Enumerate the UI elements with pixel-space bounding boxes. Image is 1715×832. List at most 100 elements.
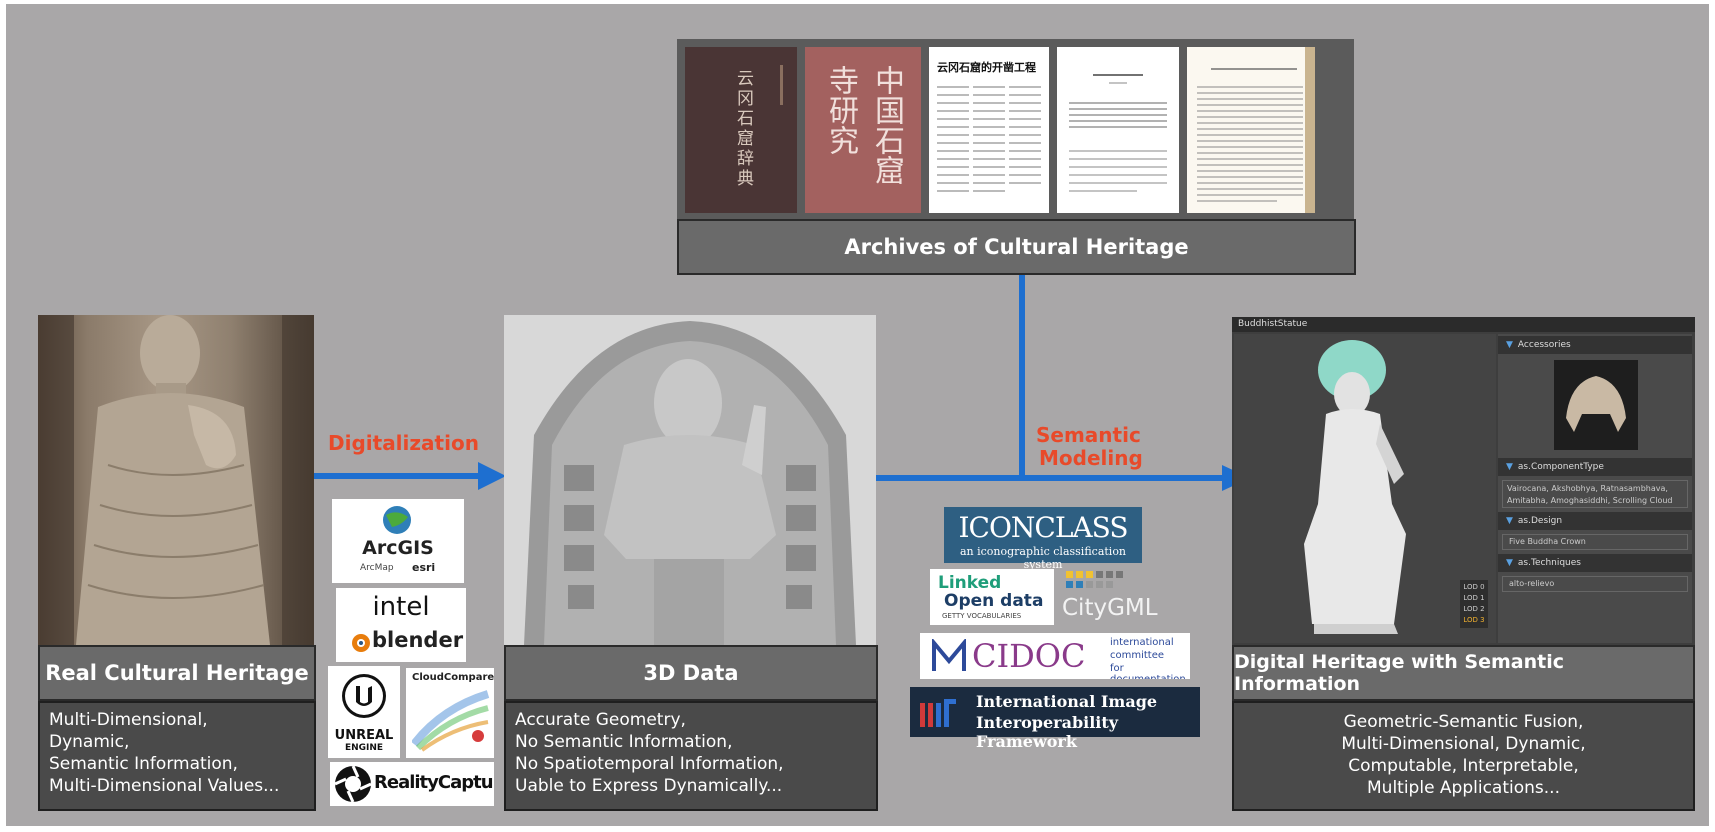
digital-desc-line-2: Multi-Dimensional, Dynamic, (1341, 734, 1586, 754)
archives-title-bar: Archives of Cultural Heritage (677, 219, 1356, 275)
design-label: as.Design (1517, 516, 1563, 526)
engine-wordmark: ENGINE (344, 743, 384, 753)
diagram-canvas: 云冈石窟辞典 中国石窟寺研究 云冈石窟的开凿工程 (6, 4, 1709, 826)
real-desc-line-2: Dynamic, (49, 732, 130, 752)
viewer-properties-panel: ▼ Accessories ▼ as.ComponentType Vairoca… (1498, 334, 1692, 643)
cloudcompare-wordmark: CloudCompare (412, 672, 494, 683)
real-heritage-title-bar: Real Cultural Heritage (38, 645, 316, 701)
3d-scan-image (504, 315, 876, 645)
iiif-line-1: International Image (976, 692, 1158, 711)
accessory-thumbnail (1554, 360, 1638, 450)
lod-selector: LOD 0 LOD 1 LOD 2 LOD 3 (1460, 580, 1488, 628)
techniques-value: alto-relievo (1502, 576, 1688, 592)
3d-desc-line-1: Accurate Geometry, (515, 710, 686, 730)
archive-doc-1-spine (780, 65, 783, 105)
viewer-title: BuddhistStatue (1238, 319, 1308, 329)
citygml-wordmark: CityGML (1062, 595, 1158, 621)
cidoc-subtitle-3: for documentation (1110, 663, 1186, 679)
aperture-icon (334, 765, 372, 803)
arrow-line-digitalization (312, 473, 482, 479)
component-value-line-1: Vairocana, Akshobhya, Ratnasambhava, (1507, 484, 1668, 493)
unreal-icon (342, 674, 386, 718)
lod-option-2[interactable]: LOD 2 (1463, 605, 1485, 613)
iiif-mark-icon (920, 699, 956, 727)
3d-mesh-statue (524, 321, 856, 645)
archive-doc-paper-3 (1187, 47, 1315, 213)
iconclass-subtitle: an iconographic classification system (959, 545, 1127, 571)
iiif-line-2: Interoperability Framework (976, 713, 1119, 751)
iconclass-logo: ICONCLASS an iconographic classification… (944, 507, 1142, 571)
crown-thumbnail-image (1566, 376, 1626, 432)
design-value: Five Buddha Crown (1502, 534, 1688, 550)
archive-doc-4-body-text (1069, 74, 1167, 192)
linked-open-data-logo: Linked Open data GETTY VOCABULARIES (930, 569, 1054, 625)
component-type-value: Vairocana, Akshobhya, Ratnasambhava, Ami… (1502, 480, 1688, 508)
archive-doc-5-body-text (1197, 68, 1303, 202)
citygml-squares-icon (1066, 571, 1123, 588)
triangle-down-icon: ▼ (1506, 516, 1513, 526)
arcgis-wordmark: ArcGIS (362, 537, 434, 559)
esri-wordmark: esri (412, 561, 436, 574)
cidoc-subtitle-1: international (1110, 637, 1174, 648)
blender-icon (352, 634, 370, 652)
getty-wordmark: GETTY VOCABULARIES (942, 612, 1022, 620)
real-desc-line-1: Multi-Dimensional, (49, 710, 208, 730)
lod-option-1[interactable]: LOD 1 (1463, 594, 1485, 602)
real-heritage-photo (38, 315, 314, 645)
archive-doc-book-research: 中国石窟寺研究 (805, 47, 921, 213)
component-type-header[interactable]: ▼ as.ComponentType (1498, 458, 1692, 476)
digital-desc-line-1: Geometric-Semantic Fusion, (1343, 712, 1584, 732)
archives-connector-line (1019, 275, 1025, 480)
arcmap-wordmark: ArcMap (360, 563, 394, 573)
cidoc-wordmark: CIDOC (972, 637, 1086, 675)
iiif-logo: International Image Interoperability Fra… (910, 687, 1200, 751)
3d-data-description: Accurate Geometry, No Semantic Informati… (504, 701, 878, 811)
linked-wordmark: Linked (938, 573, 1002, 593)
cidoc-mark-icon (932, 639, 966, 671)
viewer-titlebar: BuddhistStatue (1232, 317, 1695, 332)
component-type-label: as.ComponentType (1517, 462, 1604, 472)
unreal-wordmark: UNREAL (334, 728, 394, 743)
globe-icon (383, 506, 411, 534)
point-cloud-icon (412, 690, 490, 752)
3d-desc-line-3: No Spatiotemporal Information, (515, 754, 784, 774)
cloudcompare-logo: CloudCompare (406, 668, 494, 758)
digital-heritage-description: Geometric-Semantic Fusion, Multi-Dimensi… (1232, 701, 1695, 811)
viewer-3d-viewport[interactable]: LOD 0 LOD 1 LOD 2 LOD 3 (1234, 334, 1496, 643)
buddha-statue-figure (38, 315, 314, 645)
digital-desc-line-4: Multiple Applications... (1367, 778, 1560, 798)
archive-doc-book-dictionary: 云冈石窟辞典 (685, 47, 797, 213)
semantic-viewer-window: BuddhistStatue LOD 0 LOD 1 LOD 2 LOD 3 ▼… (1232, 317, 1695, 645)
design-header[interactable]: ▼ as.Design (1498, 512, 1692, 530)
triangle-down-icon: ▼ (1506, 462, 1513, 472)
iconclass-wordmark: ICONCLASS (958, 511, 1128, 544)
realitycapture-wordmark: RealityCapture (374, 772, 494, 793)
cidoc-subtitle-2: committee (1110, 650, 1165, 661)
real-desc-line-4: Multi-Dimensional Values... (49, 776, 280, 796)
archives-documents-strip: 云冈石窟辞典 中国石窟寺研究 云冈石窟的开凿工程 (677, 39, 1354, 221)
archive-doc-2-title: 中国石窟寺研究 (823, 65, 904, 185)
blender-wordmark: blender (372, 628, 464, 652)
triangle-down-icon: ▼ (1506, 340, 1513, 350)
techniques-header[interactable]: ▼ as.Techniques (1498, 554, 1692, 572)
archive-doc-1-title: 云冈石窟辞典 (733, 69, 753, 189)
component-value-line-2: Amitabha, Amoghasiddhi, Scrolling Cloud (1507, 496, 1673, 505)
archive-doc-paper-1: 云冈石窟的开凿工程 (929, 47, 1049, 213)
accessories-label: Accessories (1517, 340, 1571, 350)
lod-option-3[interactable]: LOD 3 (1463, 616, 1485, 624)
arrow-line-semantic-modeling (872, 475, 1226, 481)
digital-desc-line-3: Computable, Interpretable, (1348, 756, 1579, 776)
real-desc-line-3: Semantic Information, (49, 754, 238, 774)
intel-blender-logo: intel blender (336, 588, 466, 662)
realitycapture-logo: RealityCapture (330, 762, 494, 806)
real-heritage-description: Multi-Dimensional, Dynamic, Semantic Inf… (38, 701, 316, 811)
digitalization-label: Digitalization (328, 431, 479, 455)
triangle-down-icon: ▼ (1506, 558, 1513, 568)
lod-option-0[interactable]: LOD 0 (1463, 583, 1485, 591)
semantic-label: Semantic (1036, 423, 1141, 447)
unreal-engine-logo: UNREAL ENGINE (328, 666, 400, 758)
archive-doc-paper-2 (1057, 47, 1179, 213)
accessories-header[interactable]: ▼ Accessories (1498, 336, 1692, 354)
archive-doc-3-title: 云冈石窟的开凿工程 (937, 61, 1036, 74)
digital-heritage-title-bar: Digital Heritage with Semantic Informati… (1232, 645, 1695, 701)
